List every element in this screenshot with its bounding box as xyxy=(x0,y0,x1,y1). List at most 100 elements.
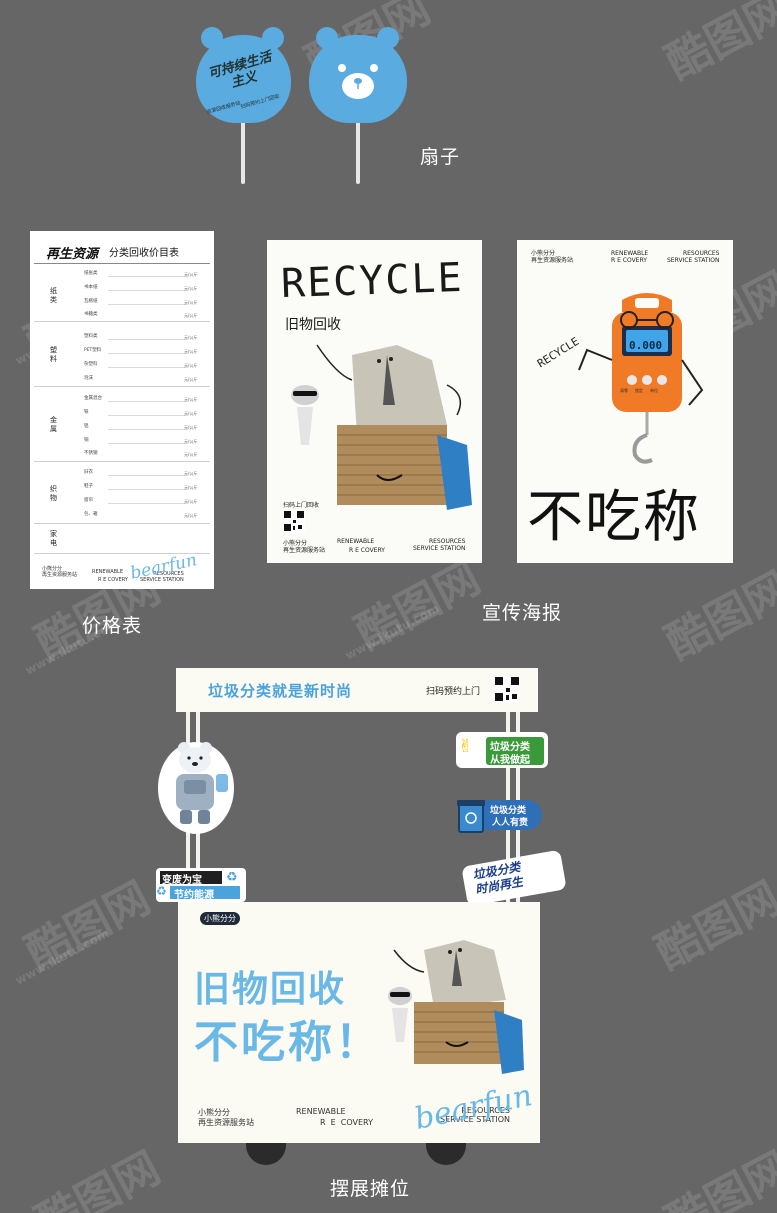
poster2-renewable: RENEWABLE R E COVERY xyxy=(611,250,649,264)
price-unit: 元/公斤 xyxy=(184,485,198,490)
stall-banner-text: 垃圾分类就是新时尚 xyxy=(208,682,353,700)
category-label: 织物 xyxy=(50,485,57,502)
price-unit: 元/公斤 xyxy=(184,452,198,457)
category-label: 金属 xyxy=(50,416,57,433)
watermark: www.ikutu.com xyxy=(342,601,442,663)
stall-banner: 垃圾分类就是新时尚 扫码预约上门 xyxy=(176,668,538,712)
scale-button-label: 单位 xyxy=(650,388,658,393)
qr-code-icon[interactable] xyxy=(494,676,520,702)
price-unit: 元/公斤 xyxy=(184,363,198,368)
price-unit: 元/公斤 xyxy=(184,439,198,444)
sticker4-line2: 节约能源 xyxy=(174,890,214,901)
price-item: 塑料类 xyxy=(84,334,98,339)
scale-recycle-label: RECYCLE xyxy=(535,334,582,371)
brand-script: bearfun xyxy=(411,1078,536,1137)
price-item: 书籍类 xyxy=(84,312,98,317)
price-line xyxy=(108,475,186,476)
price-category xyxy=(34,322,210,387)
sticker-sort-fashion: 垃圾分类 时尚再生 xyxy=(461,849,567,907)
sticker-sort-start: ✌ 垃圾分类 从我做起 xyxy=(456,732,548,768)
sticker2-line1: 垃圾分类 xyxy=(490,806,527,816)
victory-hand-icon: ✌ xyxy=(458,736,474,757)
recycle-icon: ♻ xyxy=(156,884,167,898)
poster-footer-left: 小熊分分 再生资源服务站 xyxy=(283,540,326,554)
watermark: www.ikutu.com xyxy=(12,926,112,988)
price-line xyxy=(108,443,186,444)
price-line xyxy=(108,353,186,354)
price-unit: 元/公斤 xyxy=(184,272,198,277)
category-label: 塑料 xyxy=(50,346,57,363)
stall-logo: 小熊分分 xyxy=(200,912,240,925)
price-unit: 元/公斤 xyxy=(184,377,198,382)
price-unit: 元/公斤 xyxy=(184,335,198,340)
price-item: 铜 xyxy=(84,438,89,443)
sticker3-text: 垃圾分类 时尚再生 xyxy=(471,859,524,897)
price-item: PET塑料 xyxy=(84,348,102,353)
stall-headline2: 不吃称！ xyxy=(194,1017,382,1068)
price-item: 书本纸 xyxy=(84,285,98,290)
price-item: 铁 xyxy=(84,410,89,415)
price-unit: 元/公斤 xyxy=(184,349,198,354)
sticker1-line1: 垃圾分类 xyxy=(490,742,530,753)
stall-footer-left: 小熊分分 再生资源服务站 xyxy=(198,1108,254,1127)
price-line xyxy=(108,339,186,340)
stall-wheel xyxy=(246,1143,286,1165)
fan-head xyxy=(196,35,291,123)
price-footer-resources: RESOURCES SERVICE STATION xyxy=(140,571,184,583)
price-item: 旧衣 xyxy=(84,470,93,475)
price-item: 金属混合 xyxy=(84,396,102,401)
price-line xyxy=(108,290,186,291)
price-category xyxy=(34,265,210,322)
price-category xyxy=(34,524,210,554)
watermark: 酷图网 xyxy=(657,562,777,670)
price-line xyxy=(108,401,186,402)
price-item: 瓦楞纸 xyxy=(84,299,98,304)
price-footer-recovery: R E COVERY xyxy=(98,577,128,583)
caption-price-list: 价格表 xyxy=(82,615,143,637)
stall-counter: 小熊分分 旧物回收 不吃称！ 小熊分分 再生资源服务站 RENEWABLE R … xyxy=(178,902,540,1143)
stall-recovery: R E COVERY xyxy=(320,1118,373,1127)
watermark: 酷图网 xyxy=(27,1142,169,1213)
scale-button-label: 锁定 xyxy=(635,388,643,393)
caption-posters: 宣传海报 xyxy=(482,602,563,624)
poster2-resources: RESOURCES SERVICE STATION xyxy=(667,250,720,264)
watermark: 酷图网 xyxy=(657,1142,777,1213)
scale-button-label: 清零 xyxy=(620,388,628,393)
price-item: 铝 xyxy=(84,424,89,429)
price-line xyxy=(108,415,186,416)
price-line xyxy=(108,429,186,430)
price-item: 包、箱 xyxy=(84,512,98,517)
hanging-scale-illustration xyxy=(578,293,704,464)
price-unit: 元/公斤 xyxy=(184,286,198,291)
price-footer-left: 小熊分分 再生资源服务站 xyxy=(42,566,78,578)
price-list-card: 再生资源 分类回收价目表 纸类 纸张类 元/公斤 书本纸 元/公斤 瓦楞纸 元/… xyxy=(30,231,214,589)
poster-resources: RESOURCES SERVICE STATION xyxy=(413,538,466,552)
watermark: 酷图网 xyxy=(657,0,777,90)
price-line xyxy=(108,489,186,490)
divider xyxy=(34,263,210,264)
price-item: 泡沫 xyxy=(84,376,93,381)
price-item: 窗帘 xyxy=(84,498,93,503)
price-unit: 元/公斤 xyxy=(184,313,198,318)
poster-recovery: R E COVERY xyxy=(349,547,385,554)
fan-stick xyxy=(241,100,245,184)
sticker2-line2: 人人有责 xyxy=(492,818,529,828)
stall-headline1: 旧物回收 xyxy=(194,969,347,1010)
watermark: 酷图网 xyxy=(647,872,777,980)
price-item: 杂塑料 xyxy=(84,362,98,367)
price-item: 不锈钢 xyxy=(84,451,98,456)
price-item: 纸张类 xyxy=(84,271,98,276)
price-unit: 元/公斤 xyxy=(184,513,198,518)
price-unit: 元/公斤 xyxy=(184,300,198,305)
qr-caption: 扫码上门回收 xyxy=(283,502,320,509)
price-line xyxy=(108,503,186,504)
bear-mascot-icon xyxy=(158,742,234,834)
price-footer-renewable: RENEWABLE xyxy=(92,569,123,575)
category-label: 纸类 xyxy=(50,287,57,304)
sticker-waste-treasure: 变废为宝 ♻ 节约能源 ♻ xyxy=(156,868,246,902)
sticker1-line2: 从我做起 xyxy=(490,755,530,766)
price-unit: 元/公斤 xyxy=(184,411,198,416)
qr-code-icon[interactable] xyxy=(283,510,305,532)
price-list-subtitle: 分类回收价目表 xyxy=(109,248,179,259)
price-item: 鞋子 xyxy=(84,484,93,489)
